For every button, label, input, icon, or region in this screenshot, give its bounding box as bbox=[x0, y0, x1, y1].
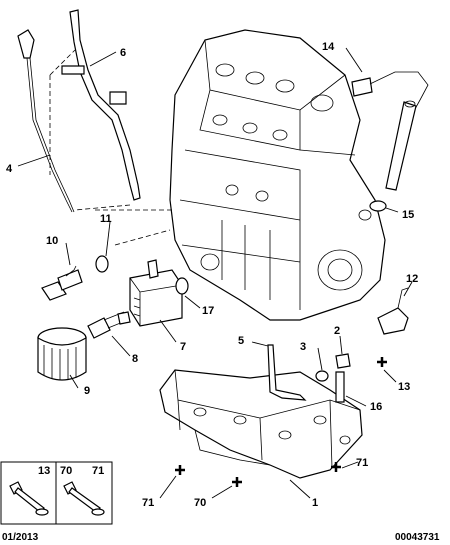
callout-17: 17 bbox=[202, 305, 214, 317]
seal-ring-17 bbox=[175, 277, 189, 295]
legend-label-70: 70 bbox=[60, 465, 72, 477]
oil-pickup-tube bbox=[267, 344, 307, 401]
callout-71: 71 bbox=[356, 457, 368, 469]
callout-5: 5 bbox=[238, 335, 244, 347]
callout-3: 3 bbox=[300, 341, 306, 353]
callout-1: 1 bbox=[312, 497, 318, 509]
footer-date: 01/2013 bbox=[2, 532, 39, 543]
plus-marker bbox=[175, 465, 185, 475]
callout-15: 15 bbox=[402, 209, 414, 221]
oil-filter-adapter bbox=[87, 311, 131, 339]
alignment-line bbox=[114, 229, 171, 246]
fastener-legend-box: 13 70 71 bbox=[0, 461, 113, 525]
oil-pan bbox=[159, 369, 363, 479]
callout-8: 8 bbox=[132, 353, 138, 365]
callout-12: 12 bbox=[406, 273, 418, 285]
callout-7: 7 bbox=[180, 341, 186, 353]
plus-marker bbox=[331, 462, 341, 472]
callout-10: 10 bbox=[46, 235, 58, 247]
callout-16: 16 bbox=[370, 401, 382, 413]
stud bbox=[335, 371, 345, 403]
legend-label-13: 13 bbox=[38, 465, 50, 477]
oil-cooler bbox=[129, 259, 183, 327]
callout-14: 14 bbox=[322, 41, 335, 53]
oil-filter bbox=[37, 327, 87, 381]
callout-11: 11 bbox=[100, 213, 112, 225]
callout-4: 4 bbox=[6, 163, 13, 175]
seal-ring-3 bbox=[315, 370, 329, 382]
bolt-70-71 bbox=[63, 481, 105, 516]
callout-6: 6 bbox=[120, 47, 126, 59]
bolt-13 bbox=[9, 481, 49, 516]
bracket bbox=[377, 307, 409, 335]
plus-marker bbox=[377, 357, 387, 367]
callout-70: 70 bbox=[194, 497, 206, 509]
drain-plug bbox=[335, 353, 351, 369]
seal-ring-11 bbox=[95, 255, 109, 273]
oil-level-sensor bbox=[351, 71, 429, 191]
callout-13: 13 bbox=[398, 381, 410, 393]
leader-lines bbox=[17, 47, 413, 499]
legend-label-71: 71 bbox=[92, 465, 104, 477]
dipstick bbox=[17, 29, 75, 213]
engine-block bbox=[169, 29, 386, 321]
callout-9: 9 bbox=[84, 385, 90, 397]
plus-marker bbox=[232, 477, 242, 487]
callout-2: 2 bbox=[334, 325, 340, 337]
footer-reference: 00043731 bbox=[395, 532, 440, 543]
oil-pressure-switch bbox=[41, 265, 83, 301]
dipstick-guide-tube bbox=[61, 9, 141, 201]
seal-ring-15 bbox=[369, 200, 387, 212]
alignment-line bbox=[74, 204, 131, 211]
callout-71: 71 bbox=[142, 497, 154, 509]
alignment-line bbox=[49, 49, 76, 175]
